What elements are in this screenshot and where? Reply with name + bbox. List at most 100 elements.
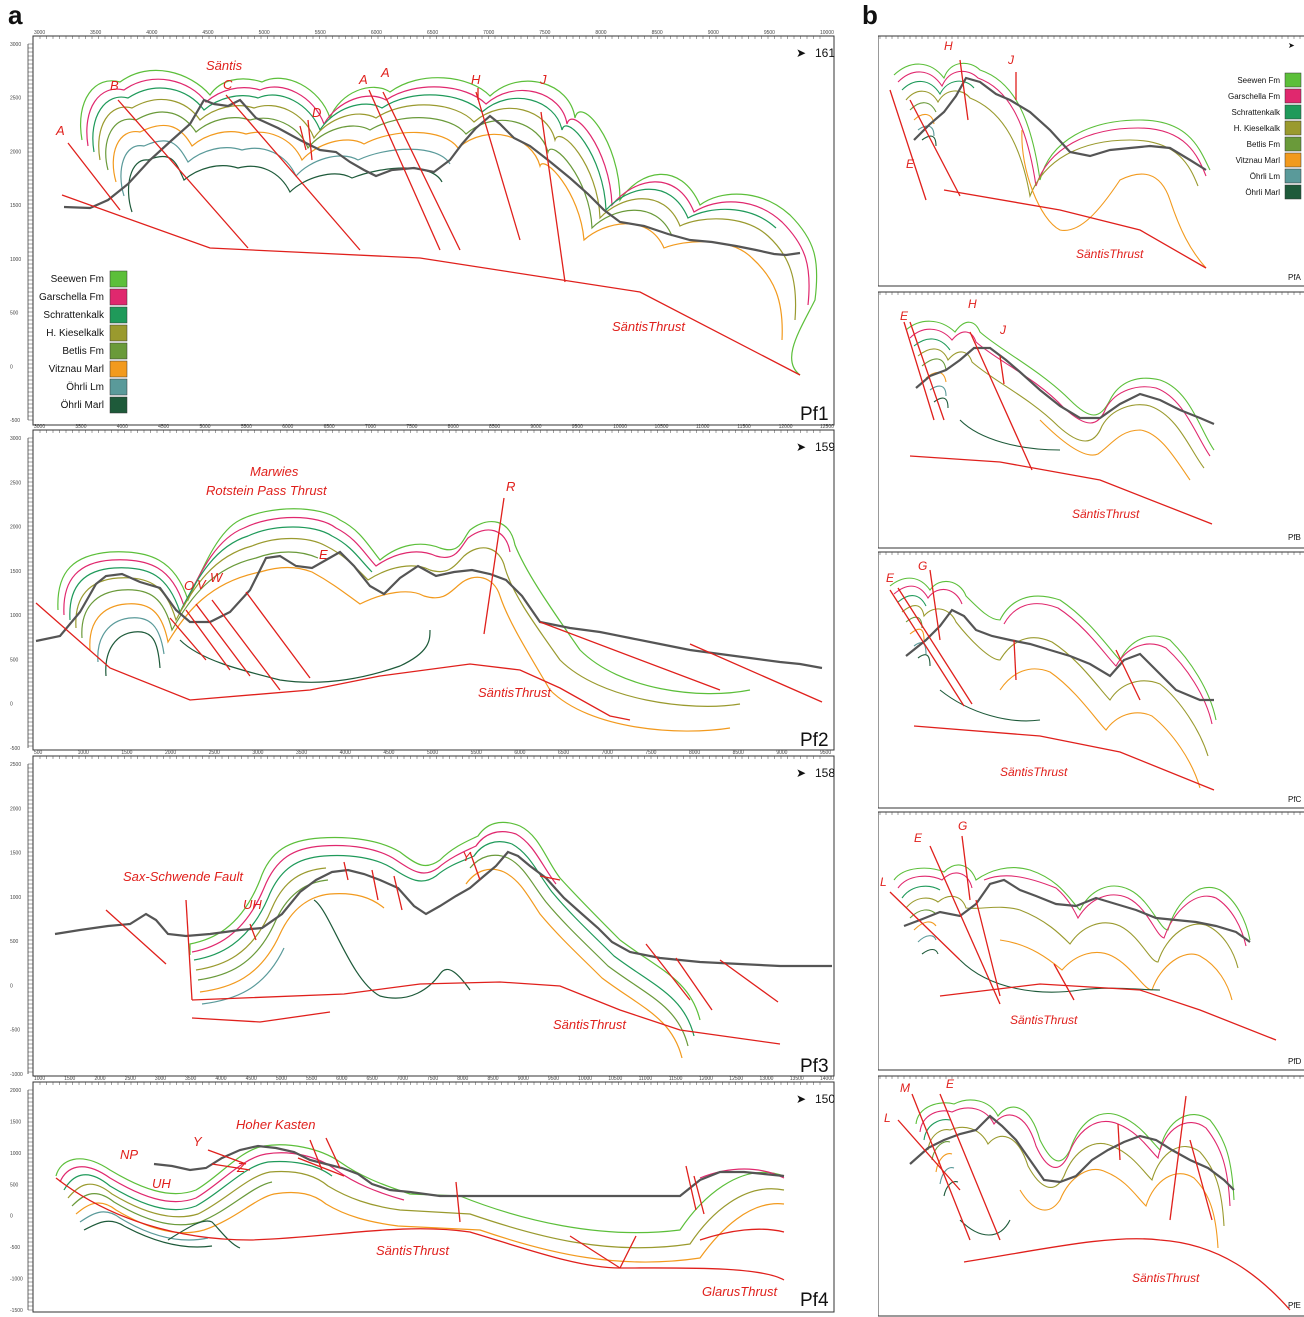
- section-pfc-faults: [889, 569, 1215, 791]
- fault-label-y-pf4: Y: [193, 1134, 203, 1149]
- x-tick-label: 1000: [34, 1076, 45, 1082]
- pfb-label-e: E: [900, 309, 909, 323]
- fault-label-b: B: [110, 78, 119, 93]
- x-tick-label: 8500: [733, 750, 744, 756]
- y-tick-label: 1500: [10, 1119, 21, 1125]
- legend-swatch: [109, 342, 128, 360]
- x-tick-label: 9000: [530, 424, 541, 430]
- section-pfd-frame: [878, 811, 1304, 1071]
- y-tick-label: 2000: [10, 149, 21, 155]
- section-pf4-label: Pf4: [800, 1290, 829, 1311]
- pfd-santis-thrust: SäntisThrust: [1010, 1013, 1078, 1027]
- section-pfa-azimuth: ➤: [1288, 41, 1295, 50]
- fault-label-a: A: [55, 123, 65, 138]
- fault-label-w: W: [210, 570, 224, 585]
- x-tick-label: 4000: [117, 424, 128, 430]
- x-tick-label: 500: [34, 750, 43, 756]
- annotation-santis-thrust-pf2: SäntisThrust: [478, 685, 552, 700]
- x-tick-label: 11000: [696, 424, 710, 430]
- annotation-sax-schwende-fault: Sax-Schwende Fault: [123, 869, 244, 884]
- x-tick-label: 7000: [365, 424, 376, 430]
- y-tick-label: 2500: [10, 480, 21, 486]
- legend-label: Garschella Fm: [39, 292, 104, 303]
- section-pfd: E G L SäntisThrust PfD: [878, 811, 1304, 1071]
- section-pfc-strata: [889, 577, 1217, 789]
- section-pf2-annotations: Marwies Rotstein Pass Thrust R O V W E S…: [184, 464, 552, 700]
- section-pfc-label: PfC: [1288, 795, 1302, 804]
- section-pfe-label: PfE: [1288, 1301, 1301, 1310]
- x-tick-label: 5000: [259, 30, 270, 36]
- legend-label: Vitznau Marl: [49, 364, 104, 375]
- x-tick-label: 7500: [406, 424, 417, 430]
- section-pfd-topography: [903, 878, 1251, 943]
- section-pf2-strata: [57, 508, 751, 732]
- annotation-glarus-thrust: GlarusThrust: [702, 1284, 779, 1299]
- section-pf3-frame: [32, 755, 835, 1077]
- y-tick-label: 1500: [10, 203, 21, 209]
- y-tick-label: 2500: [10, 762, 21, 768]
- x-tick-label: 6500: [558, 750, 569, 756]
- section-pfe-faults: [897, 1093, 1291, 1311]
- y-tick-label: 1500: [10, 851, 21, 857]
- legend-label: Öhrli Lm: [66, 381, 104, 393]
- section-pfc-topography: [905, 608, 1214, 702]
- legend-label: Garschella Fm: [1228, 92, 1280, 101]
- x-tick-label: 13000: [760, 1076, 774, 1082]
- legend-label: H. Kieselkalk: [1234, 124, 1281, 133]
- x-tick-label: 7000: [483, 30, 494, 36]
- y-tick-label: -500: [10, 1245, 20, 1251]
- fault-label-h: H: [471, 72, 481, 87]
- legend-swatch: [1284, 120, 1302, 136]
- section-pf2-azimuth-arrow: ➤: [796, 440, 806, 454]
- legend-swatch: [1284, 136, 1302, 152]
- legend-label: Betlis Fm: [62, 346, 104, 357]
- x-tick-label: 9000: [518, 1076, 529, 1082]
- x-tick-label: 8500: [489, 424, 500, 430]
- x-tick-label: 4500: [202, 30, 213, 36]
- x-tick-label: 2000: [165, 750, 176, 756]
- x-tick-label: 7000: [397, 1076, 408, 1082]
- x-tick-label: 5000: [199, 424, 210, 430]
- legend-label: Öhrli Marl: [1245, 188, 1280, 197]
- x-tick-label: 6500: [367, 1076, 378, 1082]
- section-pfa-faults: [889, 59, 1207, 269]
- x-tick-label: 8500: [652, 30, 663, 36]
- y-tick-label: 500: [10, 939, 19, 945]
- pfe-santis-thrust: SäntisThrust: [1132, 1271, 1200, 1285]
- pfe-label-l: L: [884, 1111, 891, 1125]
- section-pf3-label: Pf3: [800, 1056, 829, 1077]
- x-tick-label: 12500: [729, 1076, 743, 1082]
- x-tick-label: 2500: [209, 750, 220, 756]
- fault-label-o: O: [184, 578, 194, 593]
- section-pf3-topography: [54, 850, 832, 968]
- section-pfc: E G SäntisThrust PfC: [878, 551, 1304, 809]
- section-pf1-strata: [80, 69, 818, 376]
- section-pfe-topography: [909, 1114, 1235, 1191]
- fault-label-a2: A: [358, 72, 368, 87]
- annotation-santis-thrust-pf3: SäntisThrust: [553, 1017, 627, 1032]
- x-tick-label: 8000: [595, 30, 606, 36]
- section-pf1-azimuth: 161: [815, 46, 835, 60]
- section-pf1-annotations: Säntis A B C D A A H J SäntisThrust: [55, 58, 686, 334]
- x-tick-label: 5500: [241, 424, 252, 430]
- pfa-label-e: E: [906, 157, 915, 171]
- pfb-label-j: J: [999, 323, 1007, 337]
- x-tick-label: 2000: [94, 1076, 105, 1082]
- x-tick-label: 7500: [645, 750, 656, 756]
- annotation-rotstein-pass-thrust: Rotstein Pass Thrust: [206, 483, 328, 498]
- x-tick-label: 8000: [448, 424, 459, 430]
- section-pfd-label: PfD: [1288, 1057, 1302, 1066]
- legend-swatch: [109, 378, 128, 396]
- x-tick-label: 8000: [457, 1076, 468, 1082]
- legend-label: Schrattenkalk: [1232, 108, 1281, 117]
- x-tick-label: 9000: [708, 30, 719, 36]
- x-tick-label: 10000: [820, 30, 834, 36]
- x-tick-label: 3500: [75, 424, 86, 430]
- section-pf2-frame: [32, 429, 835, 751]
